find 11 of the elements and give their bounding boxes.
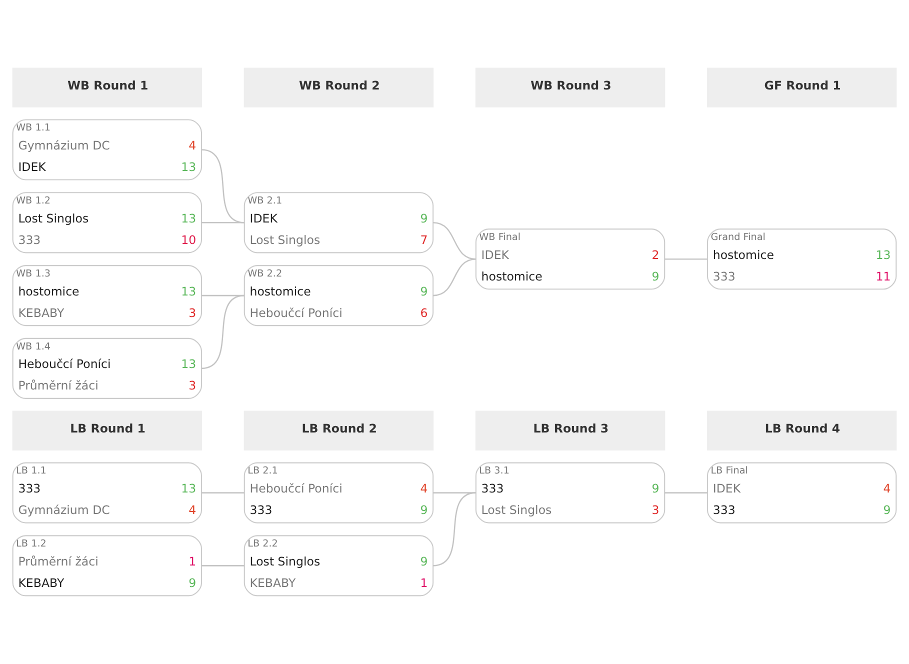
connector (664, 258, 708, 260)
connector (201, 294, 244, 370)
connector (432, 492, 476, 566)
connector (433, 492, 476, 494)
connector (202, 565, 244, 566)
connector (664, 492, 708, 494)
connector (201, 149, 244, 224)
connector (432, 222, 476, 260)
connector (432, 258, 476, 296)
connector (202, 222, 244, 224)
connector (202, 492, 244, 494)
